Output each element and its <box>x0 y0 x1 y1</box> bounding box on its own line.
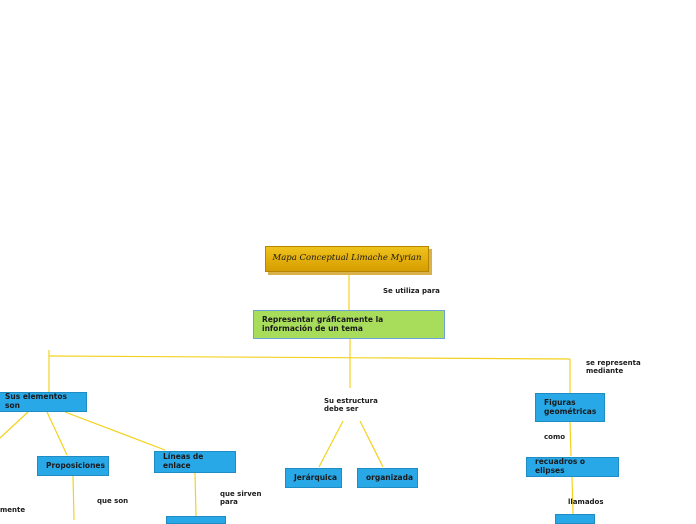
label-mente: mente <box>0 506 26 514</box>
node-figuras-geometricas[interactable]: Figuras geométricas <box>535 393 605 422</box>
label-que-son: que son <box>97 497 129 505</box>
connector-elementos-proposiciones <box>46 411 68 456</box>
connector-recuadros-down <box>571 476 574 515</box>
label-su-estructura: Su estructura debe ser <box>324 397 378 414</box>
connector-figuras-recuadros <box>569 421 572 457</box>
connector-estructura-organizada <box>359 420 384 468</box>
label-se-representa: se representa mediante <box>586 359 641 376</box>
node-recuadros-elipses[interactable]: recuadros o elipses <box>526 457 619 477</box>
node-sus-elementos[interactable]: Sus elementos son <box>0 392 87 412</box>
connector-proposiciones-down <box>72 475 75 520</box>
map-title[interactable]: Mapa Conceptual Limache Myrian <box>265 246 429 272</box>
connector-lineas-down <box>194 472 197 517</box>
node-lineas-de-enlace[interactable]: Líneas de enlace <box>154 451 236 473</box>
label-llamados: llamados <box>568 498 604 506</box>
connector-estructura-jerarquica <box>318 420 344 468</box>
label-se-utiliza-para: Se utiliza para <box>383 287 440 295</box>
node-jerarquica[interactable]: Jerárquica <box>285 468 342 488</box>
central-concept[interactable]: Representar gráficamente la información … <box>253 310 445 339</box>
node-partial-bottom-center[interactable] <box>166 516 226 524</box>
node-proposiciones[interactable]: Proposiciones <box>37 456 109 476</box>
label-como: como <box>544 433 566 441</box>
connector-horizontal <box>48 355 571 360</box>
label-que-sirven-para: que sirven para <box>220 490 262 507</box>
node-organizada[interactable]: organizada <box>357 468 418 488</box>
connector-elementos-lineas <box>64 411 166 451</box>
node-partial-bottom-right[interactable] <box>555 514 595 524</box>
connector-elementos-left <box>0 411 29 439</box>
